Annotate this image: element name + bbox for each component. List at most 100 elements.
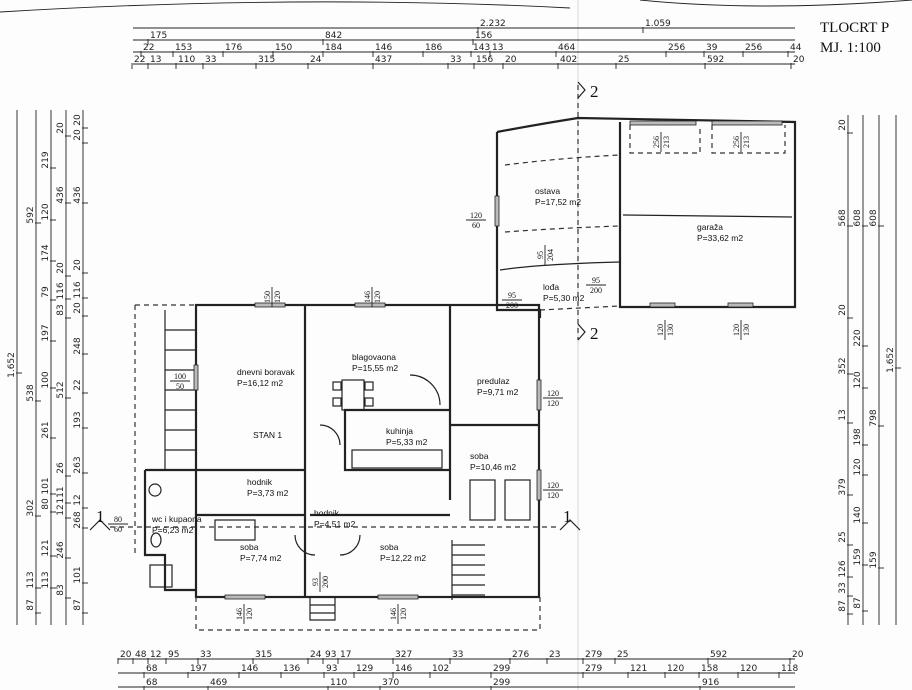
- opening-width: 80: [114, 515, 122, 524]
- left-dimension-value: 120: [41, 203, 51, 220]
- bottom-dimension-value: 315: [255, 650, 272, 660]
- bottom-dimension-value: 120: [667, 664, 684, 674]
- bottom-dimension-value: 120: [740, 664, 757, 674]
- bottom-dimension-value: 136: [283, 664, 300, 674]
- room-name: garaža: [697, 222, 723, 232]
- left-dimension-value: 121: [41, 539, 51, 556]
- left-dimension-value: 101: [73, 566, 83, 583]
- room-name: soba: [470, 451, 489, 461]
- opening-width: 256: [732, 136, 741, 148]
- bottom-dimension-value: 158: [701, 664, 718, 674]
- room-area: P=16,12 m2: [237, 378, 283, 388]
- left-dimension-value: 116: [56, 282, 66, 299]
- left-dimension-value: 1.652: [7, 352, 17, 378]
- bottom-dimension-value: 33: [452, 650, 463, 660]
- room-name: wc i kupaona: [151, 514, 202, 524]
- left-dimension-value: 246: [56, 541, 66, 558]
- bottom-dimension-value: 20: [792, 650, 804, 660]
- opening-height: 120: [373, 291, 382, 303]
- opening-width: 100: [174, 372, 186, 381]
- top-dimension-value: 186: [425, 43, 442, 53]
- room-name: ostava: [535, 186, 560, 196]
- right-dimension-value: 608: [853, 209, 863, 226]
- top-dimension-value: 156: [476, 55, 493, 65]
- bottom-dimension-value: 93: [326, 664, 337, 674]
- left-dimension-value: 113: [41, 571, 51, 588]
- room-name: blagovaona: [352, 352, 396, 362]
- section-1-left-label: 1: [96, 507, 105, 526]
- bottom-dimension-value: 68: [146, 678, 158, 688]
- left-dimension-value: 26: [56, 462, 66, 474]
- top-dimension-value: 256: [668, 43, 685, 53]
- right-dimension-value: 120: [853, 371, 863, 388]
- left-dimension-value: 219: [41, 151, 51, 168]
- room-area: P=10,46 m2: [470, 462, 516, 472]
- left-dimension-value: 20: [73, 302, 83, 314]
- top-dimension-value: 153: [175, 43, 192, 53]
- top-dimension-value: 143: [473, 43, 490, 53]
- section-1-right-label: 1: [563, 507, 572, 526]
- bottom-dimension-value: 12: [150, 650, 161, 660]
- top-dimension-value: 44: [790, 43, 802, 53]
- opening-height: 213: [742, 136, 751, 148]
- garage-block: [494, 116, 797, 318]
- top-dimension-value: 437: [375, 55, 392, 65]
- left-dimension-value: 83: [56, 304, 66, 315]
- bottom-dimension-value: 68: [146, 664, 158, 674]
- drawing-scale: MJ. 1:100: [820, 40, 881, 56]
- top-dimension-value: 176: [225, 43, 242, 53]
- opening-height: 200: [321, 576, 330, 588]
- top-dimension-value: 256: [745, 43, 762, 53]
- right-dimension-value: 159: [869, 551, 879, 568]
- left-dimension-value: 113: [26, 571, 36, 588]
- bottom-dimension-value: 129: [356, 664, 373, 674]
- top-dimension-value: 150: [275, 43, 292, 53]
- opening-width: 93: [311, 578, 320, 586]
- opening-width: 146: [389, 608, 398, 620]
- left-dimension-value: 12: [56, 504, 66, 515]
- top-dimension-value: 592: [707, 55, 724, 65]
- left-dimension-value: 592: [26, 206, 36, 223]
- bottom-dimension-value: 592: [710, 650, 727, 660]
- top-dimension-value: 175: [150, 31, 167, 41]
- left-dimension-value: 174: [41, 244, 51, 261]
- bottom-dimension-value: 48: [135, 650, 147, 660]
- opening-height: 120: [399, 608, 408, 620]
- top-dimension-value: 2.232: [480, 19, 506, 29]
- right-dimension-value: 1.652: [886, 347, 896, 373]
- bottom-dimension-value: 370: [382, 678, 399, 688]
- room-name: dnevni boravak: [237, 367, 295, 377]
- left-dimension-value: 261: [41, 421, 51, 438]
- room-area: P=4,51 m2: [314, 519, 356, 529]
- top-dimension-value: 184: [325, 43, 342, 53]
- room-area: P=12,22 m2: [380, 553, 426, 563]
- bottom-dimension-value: 279: [585, 664, 602, 674]
- top-dimension-value: 315: [258, 55, 275, 65]
- opening-width: 256: [652, 136, 661, 148]
- top-dimension-value: 146: [375, 43, 392, 53]
- top-dimension-value: 464: [558, 43, 575, 53]
- room-area: P=5,30 m2: [543, 293, 585, 303]
- bottom-dimension-value: 20: [120, 650, 132, 660]
- left-dimension-value: 101: [41, 477, 51, 494]
- section-markers: 1 1 2 2: [89, 81, 599, 531]
- right-dimension-value: 159: [853, 548, 863, 565]
- right-dimension-value: 20: [838, 119, 848, 131]
- paper-edge: [0, 0, 912, 13]
